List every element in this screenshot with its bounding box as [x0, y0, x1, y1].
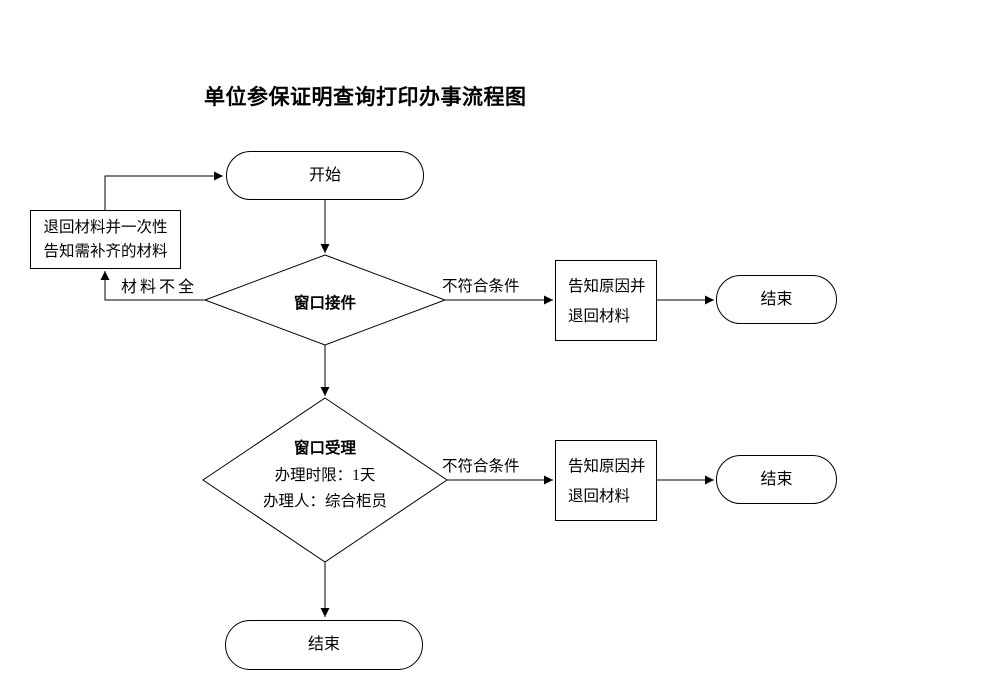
flowchart-title: 单位参保证明查询打印办事流程图: [204, 85, 527, 109]
notify1-line2: 退回材料: [568, 308, 631, 325]
edge-label-not-meet-conditions-1: 不符合条件: [442, 278, 520, 295]
return-materials-line2: 告知需补齐的材料: [43, 243, 168, 260]
end-label-2: 结束: [760, 470, 793, 488]
edge-label-not-meet-conditions-2: 不符合条件: [442, 458, 520, 475]
decision-window-accept-shape: [202, 397, 448, 563]
return-materials-box: 退回材料并一次性 告知需补齐的材料: [30, 210, 181, 269]
edge-return-to-start: [104, 171, 223, 210]
notify2-line2: 退回材料: [568, 488, 631, 505]
edge-label-materials-incomplete: 材料不全: [121, 279, 198, 296]
edge-receive-to-return: [100, 271, 205, 301]
decision-window-receive-shape: [203, 254, 447, 346]
notify2-line1: 告知原因并: [568, 458, 646, 475]
end-node-2: 结束: [716, 455, 837, 504]
end-node-final: 结束: [225, 620, 423, 670]
end-label-final: 结束: [307, 636, 340, 653]
start-label: 开始: [308, 166, 341, 184]
end-label-1: 结束: [760, 290, 793, 308]
return-materials-line1: 退回材料并一次性: [43, 219, 168, 236]
notify-reason-box-1: 告知原因并 退回材料: [555, 260, 657, 341]
end-node-1: 结束: [716, 275, 837, 324]
notify1-line1: 告知原因并: [568, 278, 646, 295]
notify-reason-box-2: 告知原因并 退回材料: [555, 440, 657, 521]
start-node: 开始: [226, 151, 424, 200]
